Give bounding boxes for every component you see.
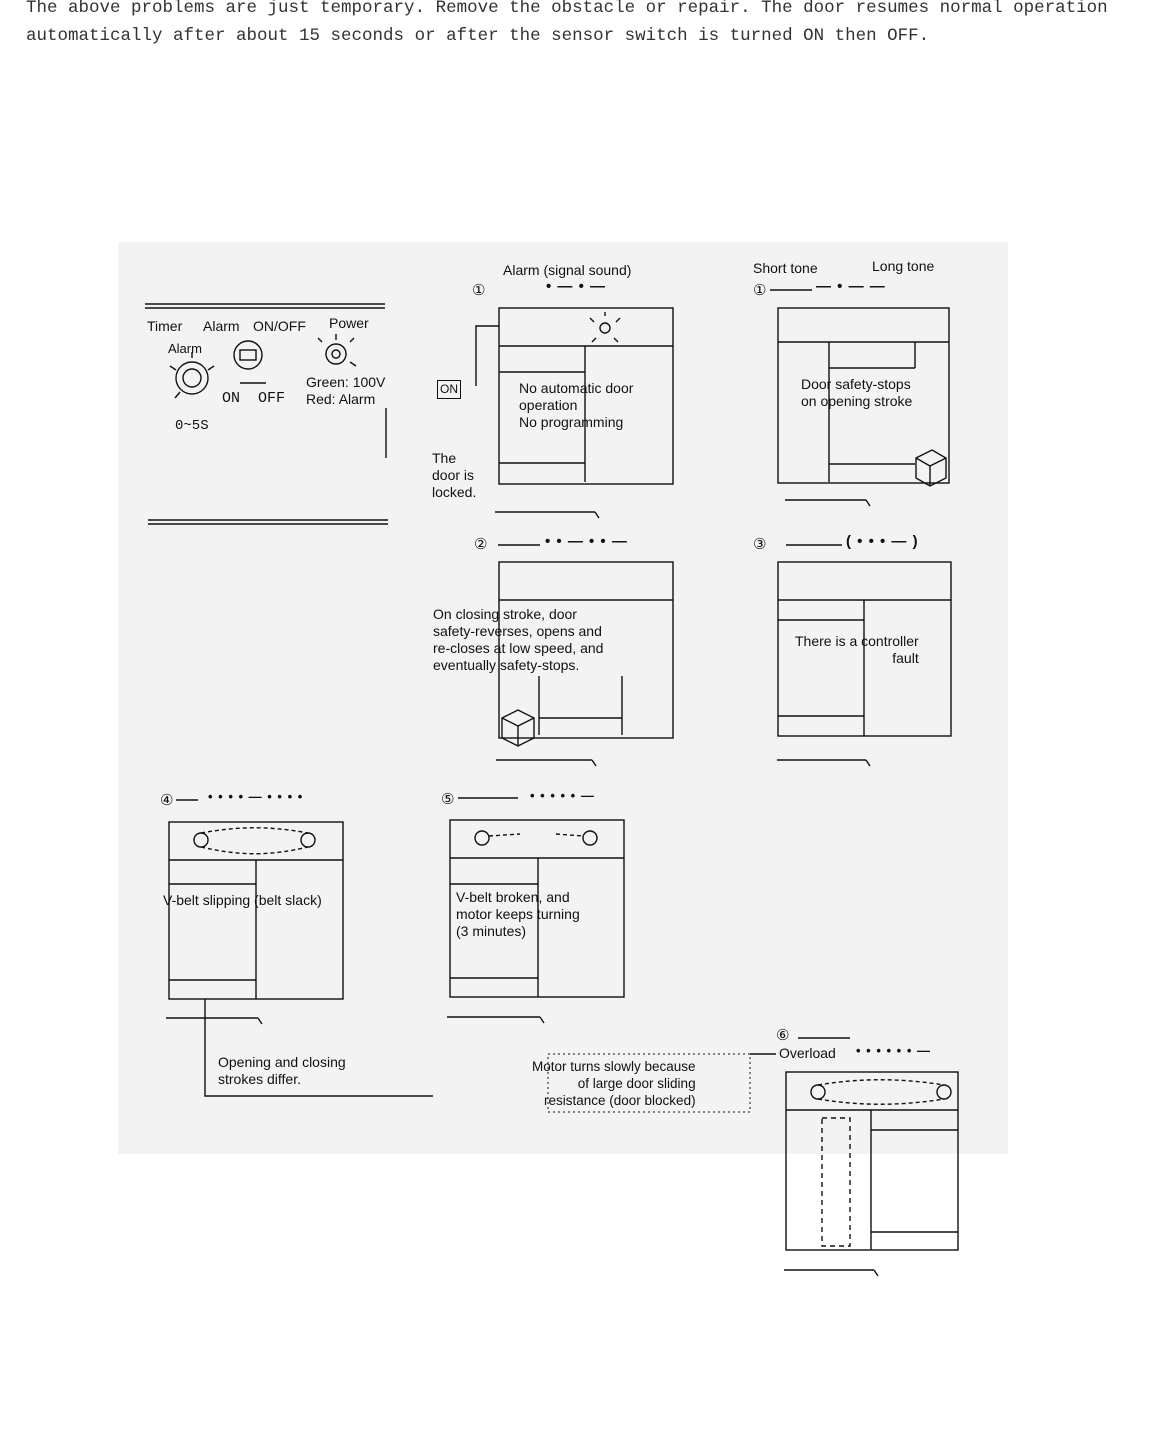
red-label: Red: Alarm xyxy=(306,391,376,407)
case6-motor-text: Motor turns slowly because of large door… xyxy=(532,1059,696,1108)
case5-number: ⑤ xyxy=(441,790,455,808)
power-lamp-icon xyxy=(317,334,357,367)
case1-text: No automatic door operation No programmi… xyxy=(519,380,634,430)
range-label: 0~5S xyxy=(175,418,209,434)
case4-door-drawing xyxy=(166,821,433,1097)
case1-title: Alarm (signal sound) xyxy=(503,262,632,278)
case3-text: There is a controller fault xyxy=(795,633,919,666)
case1b-door-drawing xyxy=(777,307,950,507)
on-switch-label: ON xyxy=(437,380,461,399)
alarm-onoff-label: ON/OFF xyxy=(253,318,306,334)
alarm-sub-label: Alarm xyxy=(168,341,202,356)
timer-dial-icon xyxy=(169,352,215,399)
obstacle-box-icon xyxy=(501,709,535,747)
intro-paragraph: The above problems are just temporary. R… xyxy=(26,0,1108,46)
case1b-number: ① xyxy=(753,281,767,299)
overload-label: Overload xyxy=(779,1045,836,1061)
long-tone-label: Long tone xyxy=(872,258,935,274)
pulley-icon xyxy=(474,830,598,846)
sequence-arrows xyxy=(176,289,850,1039)
case2-number: ② xyxy=(474,535,488,553)
case3-number: ③ xyxy=(753,535,767,553)
on-off-switch-icon xyxy=(233,340,266,384)
case6-door-drawing xyxy=(547,1053,959,1277)
case4-strokes-text: Opening and closing strokes differ. xyxy=(218,1054,346,1087)
timer-label: Timer xyxy=(147,318,183,334)
case4-text: V-belt slipping (belt slack) xyxy=(163,892,322,908)
case4-pattern: • • • • — • • • • xyxy=(208,789,304,804)
short-tone-label: Short tone xyxy=(753,260,818,276)
obstacle-box-icon xyxy=(915,449,947,487)
on-label: ON xyxy=(222,390,241,407)
alarm-label: Alarm xyxy=(203,318,240,334)
figure-background xyxy=(118,242,1008,1154)
case1-door-drawing xyxy=(475,307,674,519)
case1-pattern: • — • — xyxy=(546,278,607,295)
case1-number: ① xyxy=(472,281,486,299)
pulley-icon xyxy=(810,1079,952,1105)
control-panel-drawing xyxy=(145,303,388,525)
case6-number: ⑥ xyxy=(776,1026,790,1044)
off-label: OFF xyxy=(258,390,286,407)
case3-door-drawing xyxy=(777,561,952,767)
case4-number: ④ xyxy=(160,791,174,809)
case6-pattern: • • • • • • — xyxy=(856,1043,931,1058)
case2-pattern: • • — • • — xyxy=(545,533,628,550)
pulley-icon xyxy=(193,827,316,855)
case5-text: V-belt broken, and motor keeps turning (… xyxy=(456,889,580,939)
case1b-pattern: — • — — xyxy=(816,278,886,295)
case3-pattern: ( • • • — ) xyxy=(846,533,919,550)
alarm-sound-icon xyxy=(589,312,621,343)
case5-pattern: • • • • • — xyxy=(530,788,595,803)
case2-text: On closing stroke, door safety-reverses,… xyxy=(433,606,604,673)
case2-door-drawing xyxy=(496,561,674,767)
case1-locked-text: The door is locked. xyxy=(432,450,477,500)
power-label: Power xyxy=(329,315,369,331)
case5-door-drawing xyxy=(447,819,625,1024)
case1b-text: Door safety-stops on opening stroke xyxy=(801,376,913,409)
green-label: Green: 100V xyxy=(306,374,386,390)
